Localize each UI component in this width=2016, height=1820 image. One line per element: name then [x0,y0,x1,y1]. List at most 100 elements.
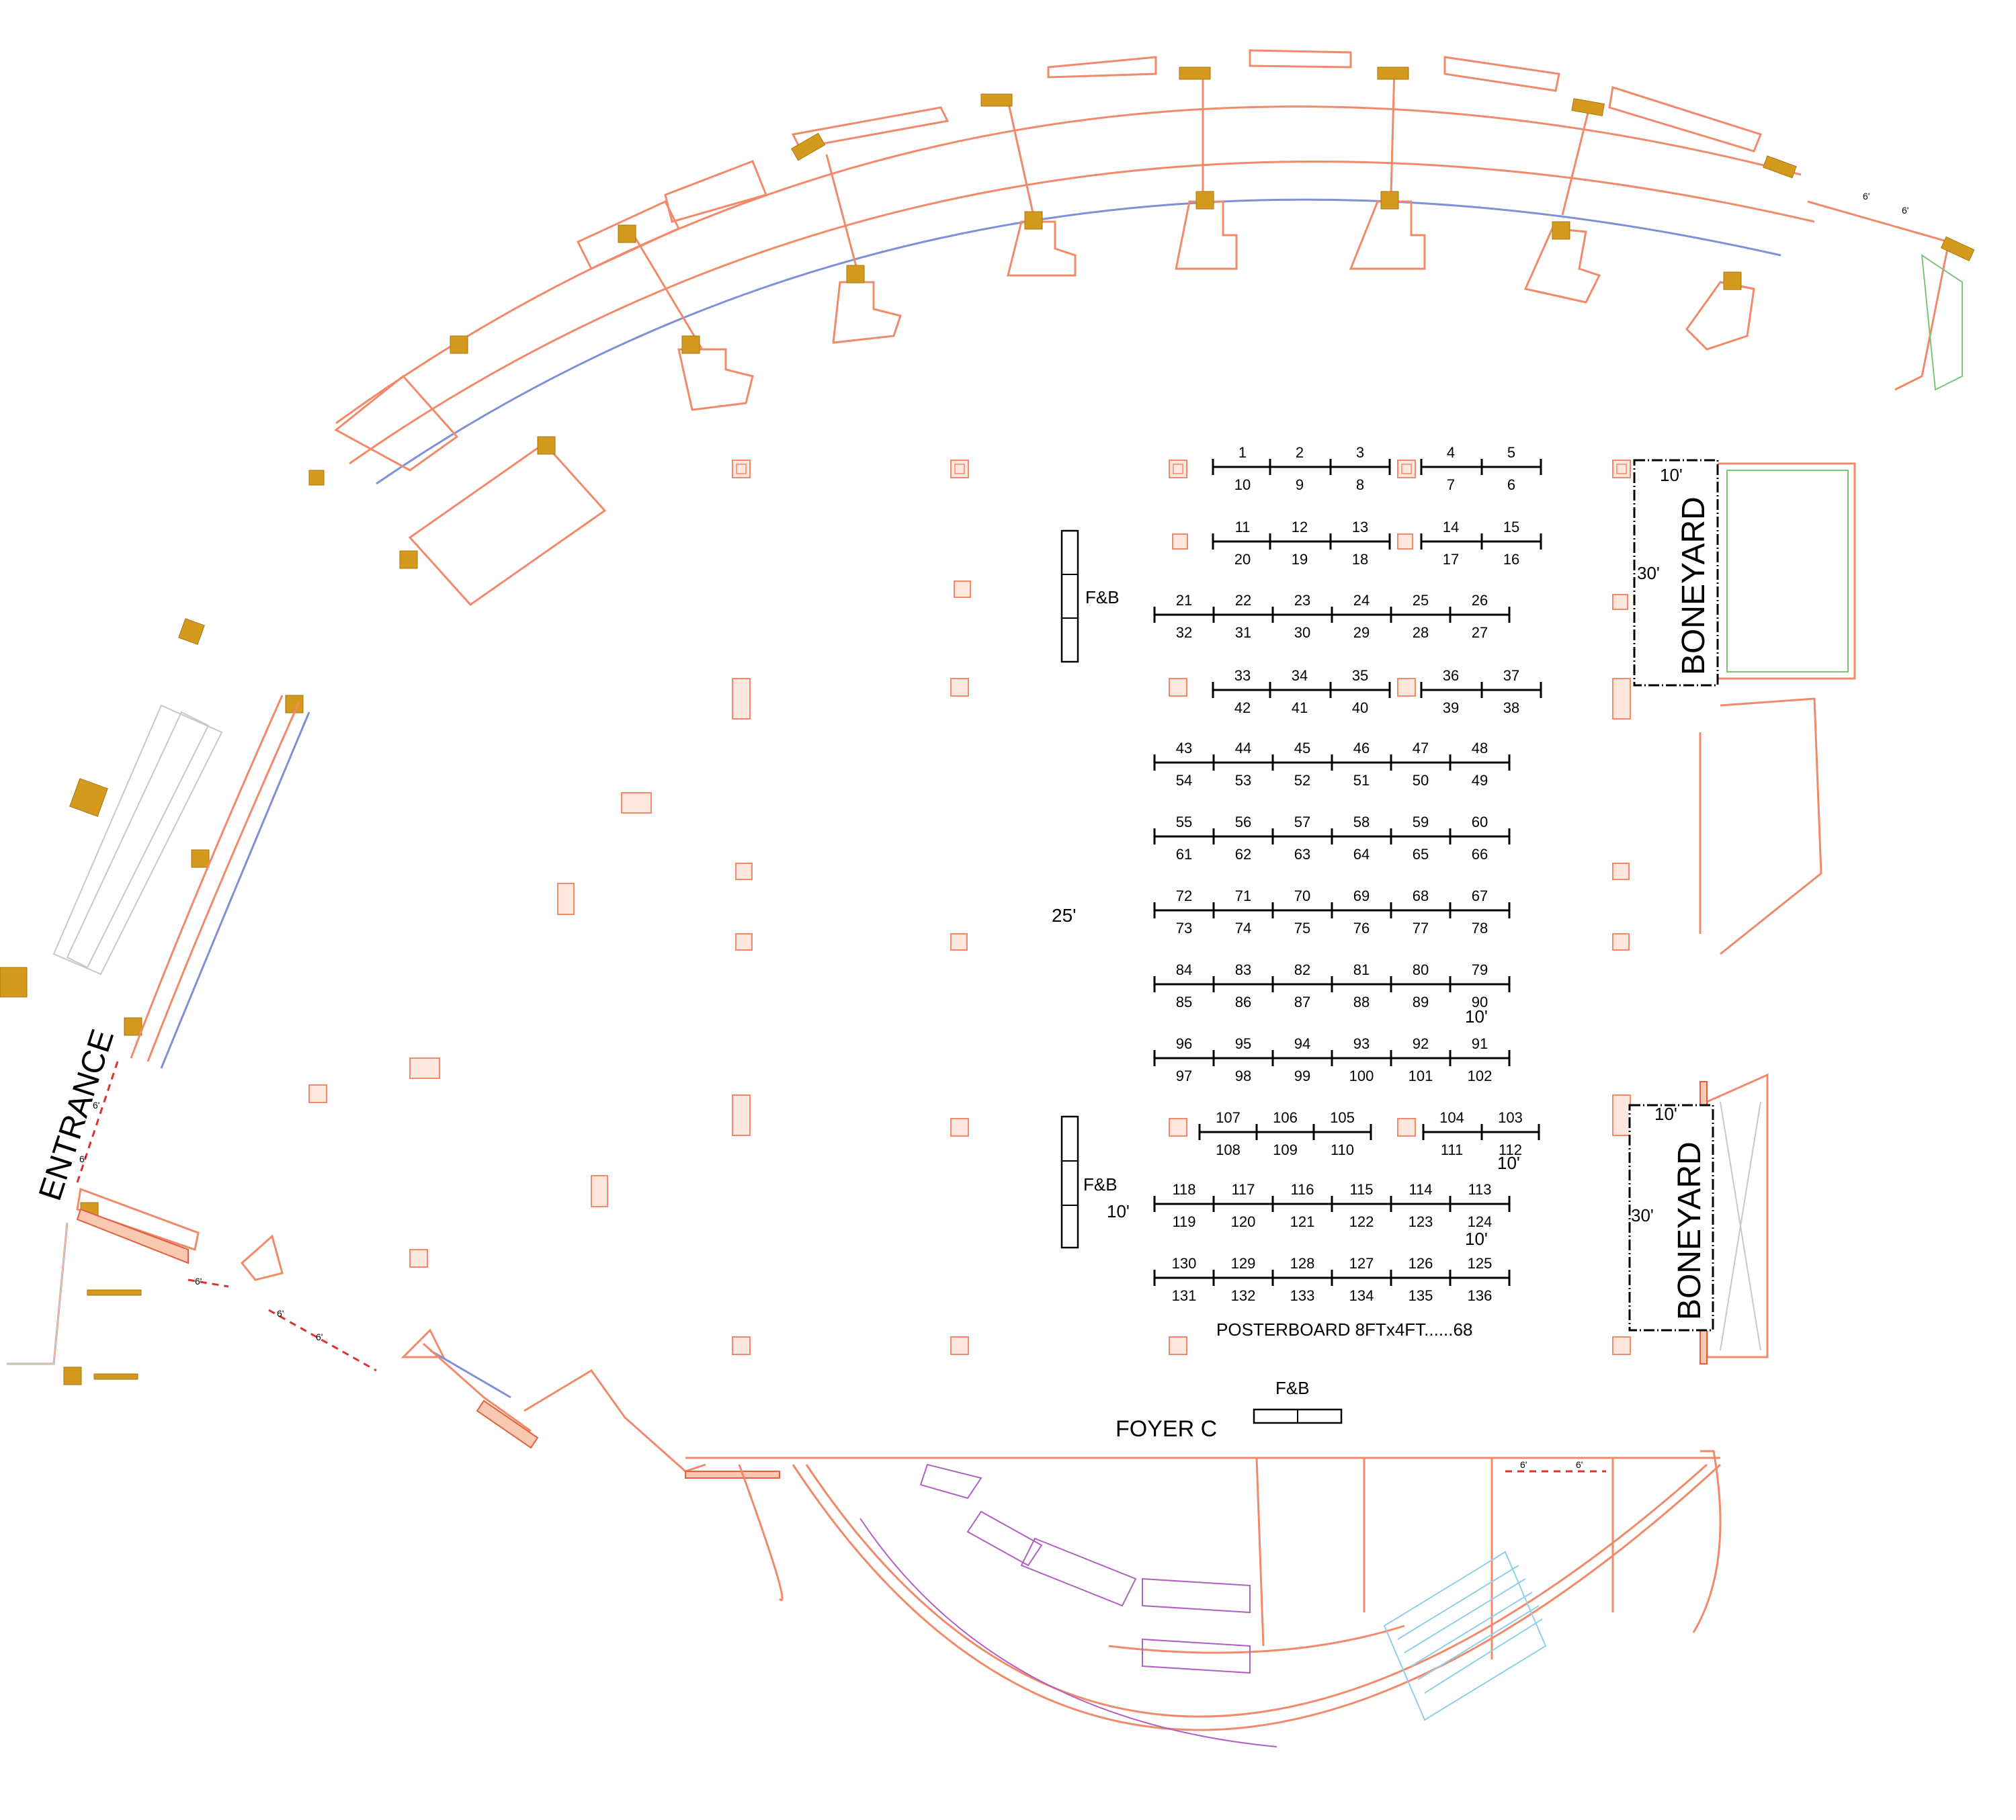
booth-number[interactable]: 42 [1234,699,1251,716]
booth-number[interactable]: 83 [1235,961,1251,978]
booth-number[interactable]: 133 [1290,1287,1315,1304]
booth-number[interactable]: 93 [1353,1035,1370,1052]
booth-number[interactable]: 59 [1413,814,1429,830]
booth-number[interactable]: 117 [1231,1181,1255,1198]
booth-number[interactable]: 39 [1443,699,1459,716]
booth-number[interactable]: 40 [1352,699,1368,716]
booth-number[interactable]: 6 [1507,476,1515,493]
booth-number[interactable]: 2 [1296,444,1304,461]
booth-number[interactable]: 129 [1231,1255,1256,1272]
booth-number[interactable]: 75 [1294,920,1310,937]
booth-number[interactable]: 19 [1292,551,1308,568]
booth-number[interactable]: 91 [1472,1035,1488,1052]
booth-number[interactable]: 17 [1443,551,1459,568]
booth-number[interactable]: 115 [1349,1181,1373,1198]
booth-number[interactable]: 114 [1409,1181,1432,1198]
boneyard-top[interactable] [1633,459,1719,687]
booth-number[interactable]: 101 [1409,1068,1433,1084]
booth-number[interactable]: 112 [1499,1141,1522,1158]
booth-number[interactable]: 104 [1439,1109,1464,1126]
booth-number[interactable]: 120 [1231,1213,1256,1230]
booth-number[interactable]: 113 [1468,1181,1491,1198]
booth-number[interactable]: 132 [1231,1287,1256,1304]
booth-number[interactable]: 60 [1472,814,1488,830]
booth-number[interactable]: 7 [1447,476,1455,493]
booth-number[interactable]: 47 [1413,740,1429,756]
booth-number[interactable]: 108 [1216,1141,1241,1158]
booth-number[interactable]: 77 [1413,920,1429,937]
booth-number[interactable]: 12 [1292,519,1308,535]
booth-number[interactable]: 94 [1294,1035,1310,1052]
booth-number[interactable]: 92 [1413,1035,1429,1052]
booth-number[interactable]: 58 [1353,814,1370,830]
booth-number[interactable]: 56 [1235,814,1251,830]
booth-number[interactable]: 51 [1353,772,1370,789]
booth-number[interactable]: 89 [1413,994,1429,1010]
booth-number[interactable]: 126 [1409,1255,1433,1272]
booth-number[interactable]: 63 [1294,846,1310,863]
booth-number[interactable]: 76 [1353,920,1370,937]
booth-number[interactable]: 54 [1176,772,1192,789]
booth-number[interactable]: 49 [1472,772,1488,789]
booth-number[interactable]: 57 [1294,814,1310,830]
booth-number[interactable]: 124 [1468,1213,1493,1230]
booth-number[interactable]: 44 [1235,740,1251,756]
booth-number[interactable]: 36 [1443,667,1459,684]
booth-number[interactable]: 81 [1353,961,1370,978]
booth-number[interactable]: 84 [1176,961,1192,978]
booth-number[interactable]: 100 [1349,1068,1374,1084]
booth-number[interactable]: 9 [1296,476,1304,493]
booth-number[interactable]: 105 [1330,1109,1355,1126]
booth-number[interactable]: 53 [1235,772,1251,789]
booth-number[interactable]: 128 [1290,1255,1315,1272]
booth-number[interactable]: 123 [1409,1213,1433,1230]
booth-number[interactable]: 72 [1176,887,1192,904]
booth-number[interactable]: 34 [1292,667,1308,684]
booth-number[interactable]: 80 [1413,961,1429,978]
booth-number[interactable]: 88 [1353,994,1370,1010]
booth-number[interactable]: 37 [1503,667,1519,684]
booth-number[interactable]: 111 [1441,1141,1463,1158]
booth-number[interactable]: 127 [1349,1255,1374,1272]
booth-number[interactable]: 14 [1443,519,1459,535]
booth-number[interactable]: 134 [1349,1287,1374,1304]
booth-number[interactable]: 66 [1472,846,1488,863]
booth-number[interactable]: 28 [1413,624,1429,641]
booth-number[interactable]: 67 [1472,887,1488,904]
booth-number[interactable]: 29 [1353,624,1370,641]
booth-number[interactable]: 27 [1472,624,1488,641]
booth-number[interactable]: 21 [1176,592,1192,609]
booth-number[interactable]: 50 [1413,772,1429,789]
booth-number[interactable]: 118 [1172,1181,1195,1198]
booth-number[interactable]: 74 [1235,920,1251,937]
booth-number[interactable]: 106 [1273,1109,1298,1126]
booth-number[interactable]: 85 [1176,994,1192,1010]
booth-number[interactable]: 86 [1235,994,1251,1010]
booth-number[interactable]: 70 [1294,887,1310,904]
booth-number[interactable]: 79 [1472,961,1488,978]
booth-number[interactable]: 22 [1235,592,1251,609]
booth-number[interactable]: 107 [1216,1109,1241,1126]
boneyard-bottom[interactable] [1628,1104,1714,1332]
booth-number[interactable]: 1 [1238,444,1247,461]
booth-number[interactable]: 31 [1235,624,1251,641]
booth-number[interactable]: 4 [1447,444,1455,461]
booth-number[interactable]: 55 [1176,814,1192,830]
booth-number[interactable]: 82 [1294,961,1310,978]
booth-number[interactable]: 16 [1503,551,1519,568]
booth-number[interactable]: 48 [1472,740,1488,756]
booth-number[interactable]: 87 [1294,994,1310,1010]
booth-number[interactable]: 71 [1235,887,1251,904]
booth-number[interactable]: 130 [1172,1255,1197,1272]
booth-number[interactable]: 90 [1472,994,1488,1010]
booth-number[interactable]: 110 [1331,1141,1354,1158]
booth-number[interactable]: 24 [1353,592,1370,609]
booth-number[interactable]: 96 [1176,1035,1192,1052]
booth-number[interactable]: 41 [1292,699,1308,716]
booth-number[interactable]: 23 [1294,592,1310,609]
booth-number[interactable]: 52 [1294,772,1310,789]
booth-number[interactable]: 26 [1472,592,1488,609]
booth-number[interactable]: 121 [1290,1213,1315,1230]
booth-number[interactable]: 30 [1294,624,1310,641]
booth-number[interactable]: 64 [1353,846,1370,863]
